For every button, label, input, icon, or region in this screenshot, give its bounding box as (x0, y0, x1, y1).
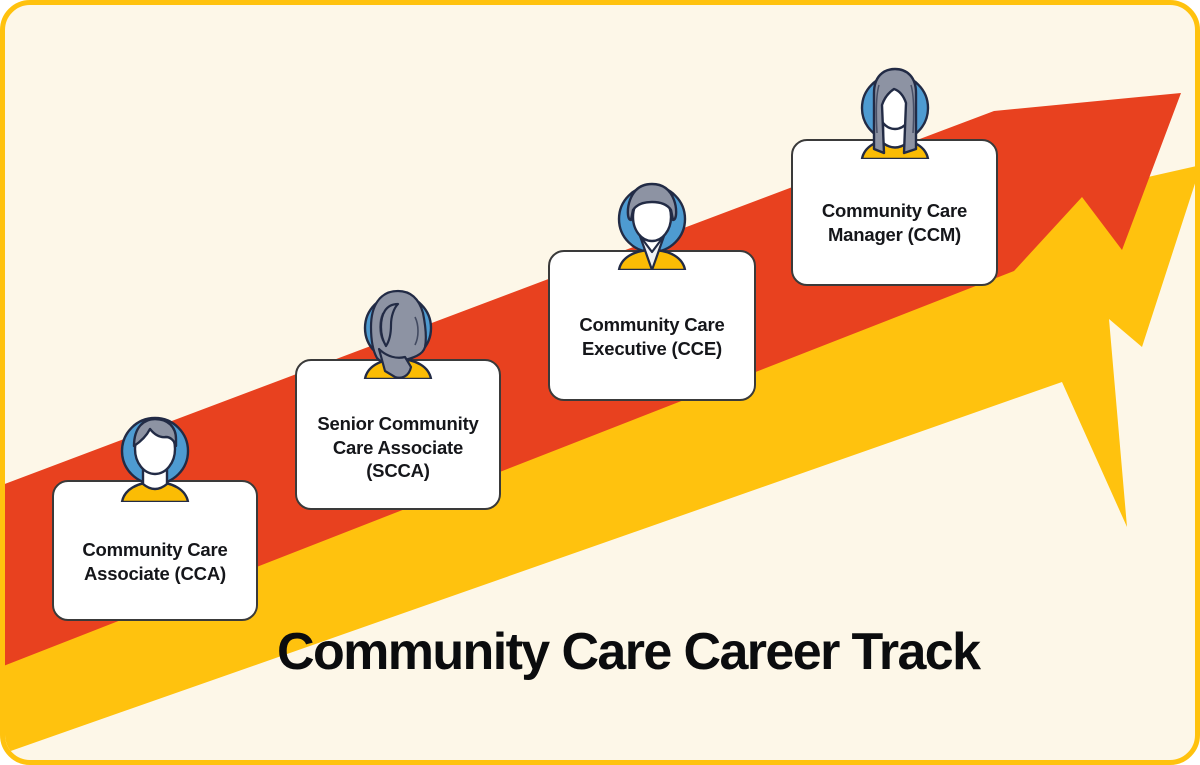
career-step-label-cce: Community Care Executive (CCE) (579, 313, 725, 359)
career-step-label-cca: Community Care Associate (CCA) (82, 538, 228, 584)
career-step-label-scca: Senior Community Care Associate (SCCA) (317, 412, 479, 482)
career-step-card-ccm[interactable]: Community Care Manager (CCM) (791, 67, 998, 286)
career-step-card-cce[interactable]: Community Care Executive (CCE) (548, 182, 756, 401)
career-step-card-cca[interactable]: Community Care Associate (CCA) (52, 416, 258, 621)
career-step-card-scca[interactable]: Senior Community Care Associate (SCCA) (295, 289, 501, 510)
career-step-label-ccm: Community Care Manager (CCM) (821, 199, 968, 245)
avatar-hijab-icon (363, 289, 433, 379)
avatar-collared-shirt-icon (617, 182, 687, 270)
avatar-short-hair-icon (120, 416, 190, 502)
page-title: Community Care Career Track (277, 623, 981, 681)
avatar-long-hair-icon (860, 67, 929, 159)
